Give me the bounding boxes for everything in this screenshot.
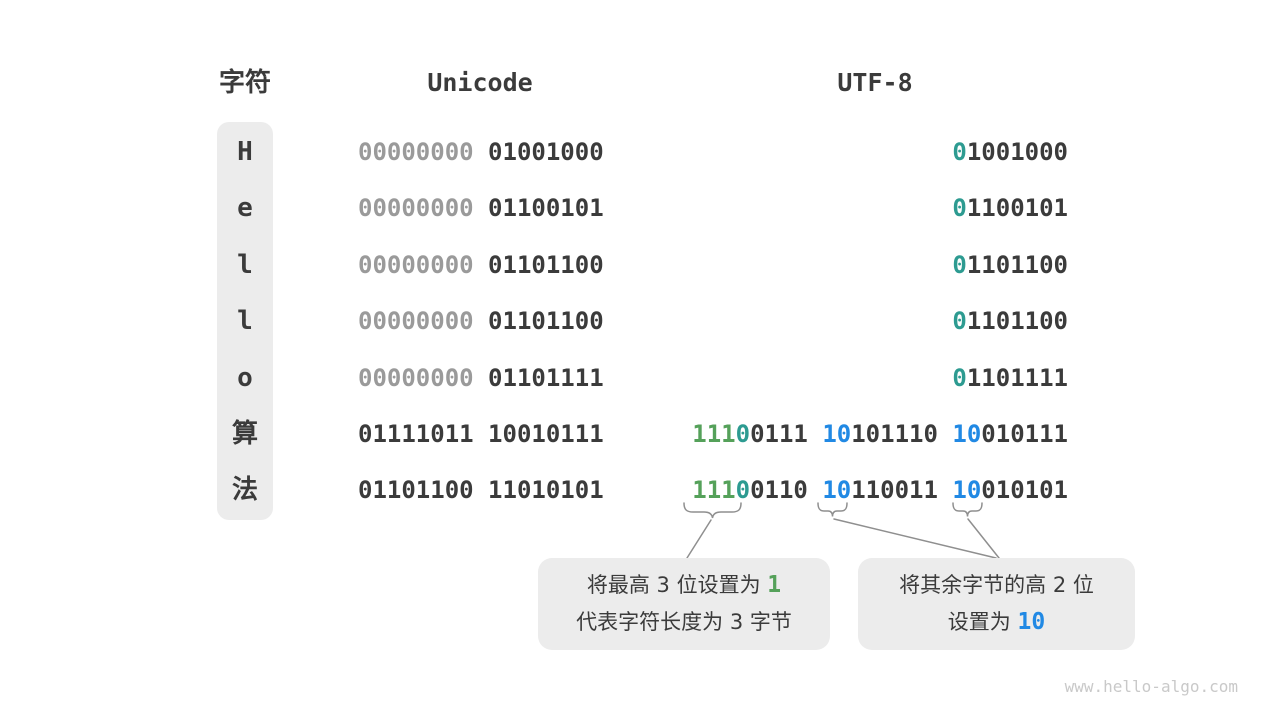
bit-segment: 00000000 [358,194,474,223]
character-cell: l [237,306,253,337]
callout-text-line: 设置为 10 [858,604,1135,641]
callout-continuation-bits: 将其余字节的高 2 位设置为 10 [858,558,1135,650]
bit-segment: 01100101 [473,194,604,223]
bit-segment: 010101 [981,476,1068,505]
bit-segment: 1100101 [966,194,1068,223]
utf8-bits: 11100110 10110011 10010101 [692,470,1068,510]
encoding-row: 算 01111011 10010111 11100111 10101110 10… [0,414,1280,454]
bit-segment: 1101100 [966,250,1068,279]
connector-line-byte2-to-callout-2 [833,518,997,559]
column-header-utf8: UTF-8 [837,68,913,97]
encoding-row: 法 01101100 11010101 11100110 10110011 10… [0,470,1280,510]
bit-segment: 00000000 [358,363,474,392]
bit-segment: 01101100 [473,250,604,279]
character-cell: 法 [231,475,258,506]
bit-segment: 将最高 3 位设置为 [586,573,768,597]
bit-segment: 00000000 [358,138,474,166]
utf8-bits: 01001000 [952,132,1068,172]
callout-text-line: 代表字符长度为 3 字节 [538,604,830,641]
bit-segment: 01101100 11010101 [358,476,604,505]
bit-segment: 01001000 [473,138,604,166]
bit-segment: 00000000 [358,250,474,279]
utf8-bits: 01101100 [952,301,1068,341]
bit-segment: 设置为 [947,610,1018,634]
bit-segment: 0 [952,307,967,336]
bit-segment: 0111 [750,420,823,448]
bit-segment: 01101100 [473,307,604,336]
unicode-bits: 00000000 01101111 [358,358,604,398]
bit-segment: 1001000 [966,138,1068,166]
bit-segment: 0110 [750,476,823,505]
utf8-bits: 01101111 [952,358,1068,398]
watermark-url: www.hello-algo.com [1064,677,1238,696]
bit-segment: 1101111 [966,363,1068,392]
encoding-row: l 00000000 01101100 01101100 [0,301,1280,341]
bit-segment: 0 [952,194,967,223]
bit-segment: 01111011 10010111 [358,420,604,448]
bit-segment: 101110 [851,420,953,448]
utf8-bits: 01101100 [952,245,1068,285]
unicode-bits: 00000000 01101100 [358,245,604,285]
encoding-row: e 00000000 01100101 01100101 [0,188,1280,228]
bit-segment: 10 [952,476,982,505]
bit-segment: 将其余字节的高 2 位 [899,573,1094,597]
encoding-row: H 00000000 01001000 01001000 [0,132,1280,172]
bit-segment: 111 [692,420,736,448]
character-cell: 算 [231,419,258,449]
callout-text-line: 将最高 3 位设置为 1 [538,567,830,604]
unicode-bits: 00000000 01100101 [358,188,604,228]
bit-segment: 1101100 [966,307,1068,336]
character-cell: o [237,362,253,393]
bit-segment: 0 [952,250,967,279]
character-cell: e [237,193,253,224]
character-cell: l [237,249,253,280]
unicode-bits: 00000000 01101100 [358,301,604,341]
connector-line-byte3-to-callout-2 [967,518,1000,559]
bit-segment: 0 [952,138,967,166]
bit-segment: 0 [952,363,967,392]
callout-text-line: 将其余字节的高 2 位 [858,567,1135,604]
connector-line-to-callout-1 [686,519,712,559]
bit-segment: 111 [692,476,736,505]
bit-segment: 1 [767,572,782,598]
column-header-character: 字符 [218,68,271,98]
bit-segment: 0 [735,476,751,505]
character-column-background [217,122,273,520]
bit-segment: 10 [822,476,852,505]
utf8-bits: 11100111 10101110 10010111 [692,414,1068,454]
bit-segment: 00000000 [358,307,474,336]
encoding-row: o 00000000 01101111 01101111 [0,358,1280,398]
bit-segment: 10 [1017,609,1046,635]
column-header-unicode: Unicode [427,68,533,97]
bit-segment: 10 [822,420,852,448]
bit-segment: 10 [952,420,982,448]
bit-segment: 110011 [851,476,953,505]
bit-segment: 01101111 [473,363,604,392]
callout-leading-bits: 将最高 3 位设置为 1 代表字符长度为 3 字节 [538,558,830,650]
bit-segment: 代表字符长度为 3 字节 [576,610,792,634]
unicode-bits: 01101100 11010101 [358,470,604,510]
unicode-bits: 00000000 01001000 [358,132,604,172]
utf8-bits: 01100101 [952,188,1068,228]
bit-segment: 0 [735,420,751,448]
encoding-row: l 00000000 01101100 01101100 [0,245,1280,285]
bit-segment: 010111 [981,420,1068,448]
character-cell: H [237,137,253,167]
unicode-bits: 01111011 10010111 [358,414,604,454]
